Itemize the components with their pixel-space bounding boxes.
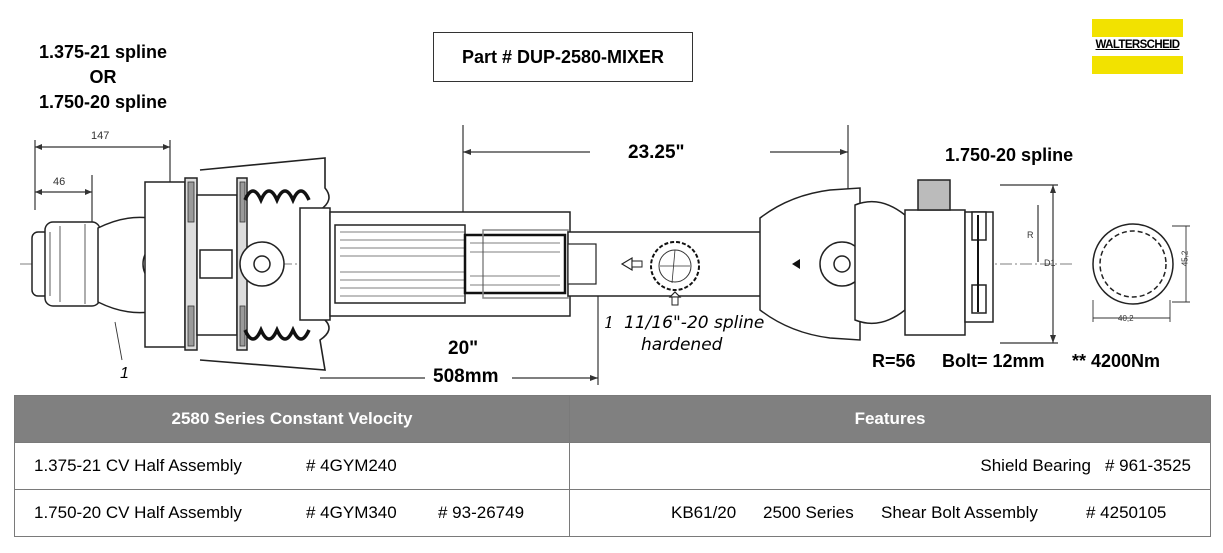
cv-hatch-c	[239, 181, 246, 223]
arrow-d1-bottom	[1050, 335, 1056, 343]
logo-band-bottom	[1092, 56, 1183, 74]
row2-part: # 4GYM340	[306, 503, 397, 522]
table-header-series: 2580 Series Constant Velocity	[14, 395, 570, 443]
cv-right-center	[253, 255, 271, 273]
cv-outer-shield-left	[144, 181, 186, 348]
spline-cross-section	[1092, 223, 1174, 305]
spline-width-label: 40,2	[1118, 314, 1134, 323]
table-header-features: Features	[569, 395, 1211, 443]
dim-147-label: 147	[91, 130, 110, 142]
r-dim-label: R	[1027, 230, 1034, 240]
torque-label: ** 4200Nm	[1072, 351, 1161, 371]
callout-1-mid: 1	[604, 313, 615, 332]
part-number-box: Part # DUP-2580-MIXER	[433, 32, 693, 82]
right-arrow-icon	[792, 259, 800, 269]
cv-hatch-a	[187, 181, 195, 223]
arrow-147-left	[35, 144, 42, 150]
bolt-label: Bolt= 12mm	[942, 351, 1045, 371]
row1-part: # 4GYM240	[306, 456, 397, 475]
spec-table: 2580 Series Constant Velocity Features 1…	[14, 395, 1211, 537]
cv-centering-ball	[199, 249, 233, 279]
row2-desc: 1.750-20 CV Half Assembly	[34, 503, 242, 522]
dim-overall-label: 23.25"	[628, 142, 685, 163]
callout-1-left: 1	[120, 365, 129, 382]
spline-spec-line1: 1.375-21 spline	[38, 42, 168, 62]
table-cell-series-1: 1.375-21 CV Half Assembly # 4GYM240	[14, 442, 570, 490]
clutch-flange-top	[917, 179, 951, 211]
tube-length-in: 20"	[448, 338, 479, 359]
tube-collar	[299, 207, 331, 321]
arrow-46-right	[85, 189, 92, 195]
tube-length-mm: 508mm	[433, 366, 499, 387]
inner-shaft-spline-end	[567, 243, 597, 285]
table-cell-feature-1: Shield Bearing # 961-3525	[569, 442, 1211, 490]
arrow-overall-left	[463, 149, 471, 155]
spline-right-label: 1.750-20 spline	[945, 145, 1074, 165]
spline-spec-or: OR	[89, 67, 117, 87]
row2-extra-part: # 93-26749	[438, 503, 525, 522]
table-cell-feature-2: KB61/20 2500 Series Shear Bolt Assembly …	[569, 489, 1211, 537]
row2-feature-b: 2500 Series	[763, 503, 854, 522]
spline-height-label: 45,2	[1180, 250, 1190, 267]
arrow-d1-top	[1050, 185, 1056, 193]
spline-teeth	[1099, 230, 1167, 298]
logo-band-top	[1092, 19, 1183, 37]
row1-feature-part: # 961-3525	[1104, 456, 1191, 475]
right-fork	[854, 200, 906, 325]
spline-spec-left: 1.375-21 spline OR 1.750-20 spline	[18, 40, 188, 115]
table-row: 1.750-20 CV Half Assembly # 4GYM340 # 93…	[14, 489, 1211, 537]
bellows-bottom	[243, 325, 311, 341]
right-cross-center	[833, 255, 851, 273]
dim-46-label: 46	[53, 176, 66, 188]
arrow-147-right	[163, 144, 170, 150]
clutch-hub	[904, 209, 966, 336]
hardened-label: hardened	[641, 335, 723, 355]
spline-spec-line2: 1.750-20 spline	[38, 92, 168, 112]
profile-tube	[334, 224, 466, 304]
d1-dim-label: D1	[1044, 258, 1056, 268]
row1-feature: Shield Bearing	[980, 456, 1091, 475]
spline-mid-label: 11/16"-20 spline	[624, 313, 765, 333]
inner-spline-section	[463, 233, 567, 295]
row1-desc: 1.375-21 CV Half Assembly	[34, 456, 242, 475]
row2-feature-a: KB61/20	[671, 503, 737, 522]
walterscheid-logo: WALTERSCHEID	[1092, 19, 1183, 74]
radius-label: R=56	[872, 351, 916, 371]
bellows-top	[243, 189, 311, 205]
arrow-46-left	[35, 189, 42, 195]
right-yoke	[759, 187, 861, 341]
logo-text: WALTERSCHEID	[1095, 39, 1181, 51]
arrow-overall-right	[840, 149, 848, 155]
arrow-508-right	[590, 375, 598, 381]
row2-feature-part: # 4250105	[1086, 503, 1167, 522]
splined-hub	[44, 221, 101, 307]
table-row: 1.375-21 CV Half Assembly # 4GYM240 Shie…	[14, 442, 1211, 490]
row2-feature-c: Shear Bolt Assembly	[881, 503, 1038, 522]
cv-hatch-d	[239, 305, 246, 347]
table-cell-series-2: 1.750-20 CV Half Assembly # 4GYM340 # 93…	[14, 489, 570, 537]
table-header-row: 2580 Series Constant Velocity Features	[14, 395, 1211, 443]
part-number: Part # DUP-2580-MIXER	[461, 46, 665, 67]
cv-hatch-b	[187, 305, 195, 347]
leader-1	[114, 321, 123, 361]
